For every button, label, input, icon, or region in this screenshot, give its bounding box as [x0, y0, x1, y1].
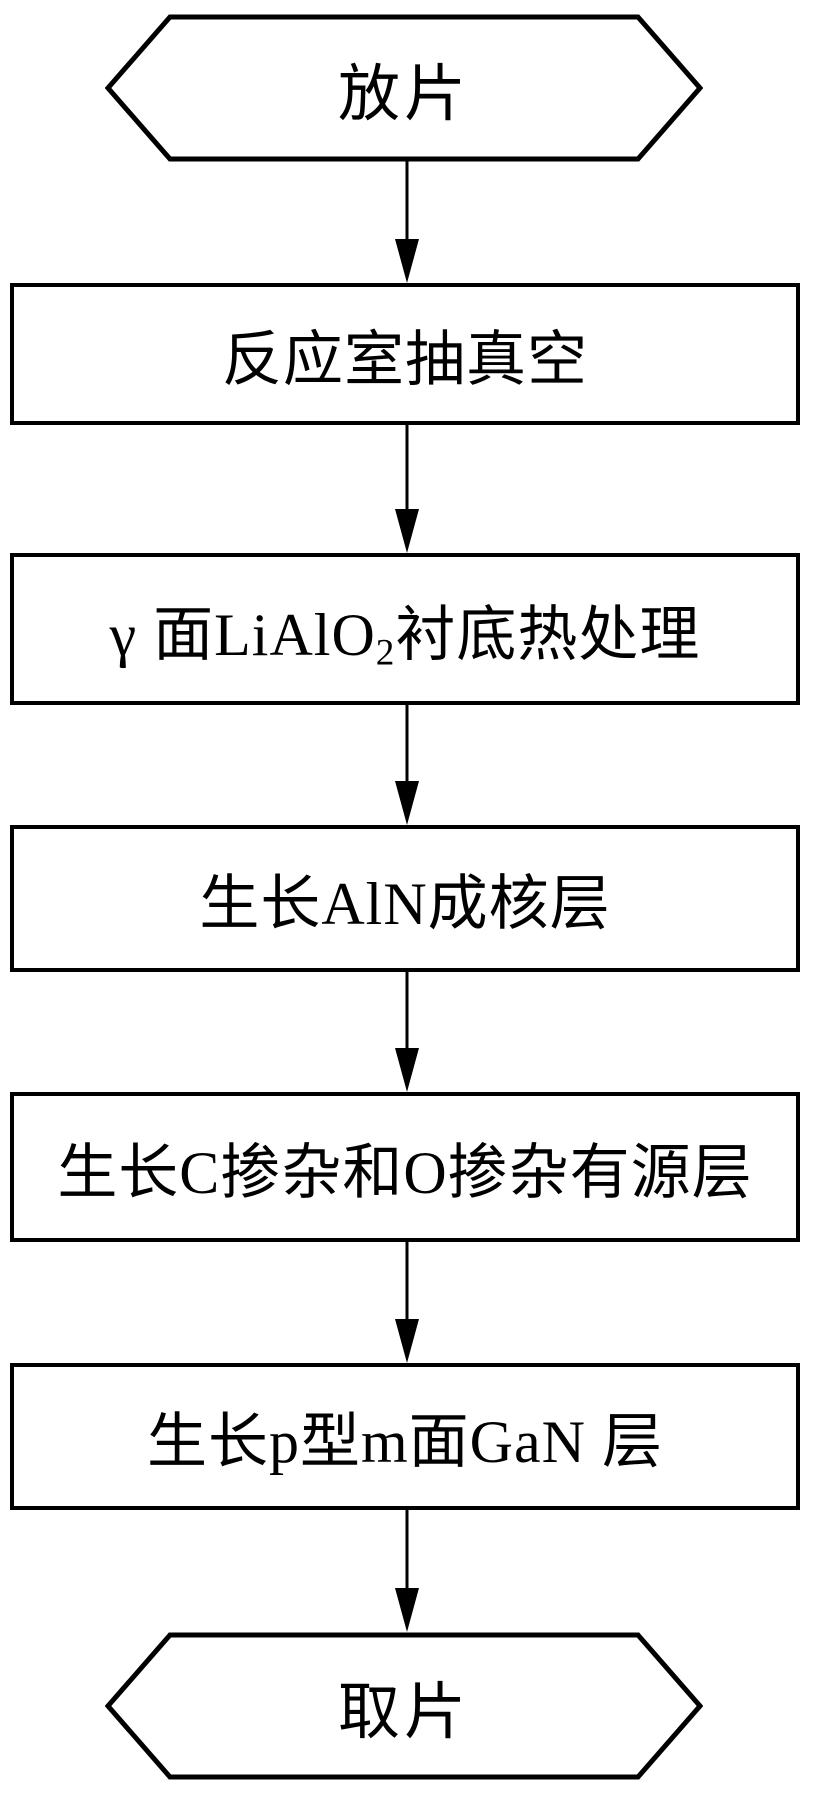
flow-arrow-1: [395, 160, 419, 283]
end-node-label: 取片: [337, 1679, 470, 1747]
arrowhead-icon: [395, 509, 419, 553]
hexagon-outline-icon: [105, 1632, 703, 1780]
process-step-active-layer: 生长C掺杂和O掺杂有源层: [10, 1092, 800, 1242]
process-step-aln-nucleation: 生长AlN成核层: [10, 825, 800, 972]
flow-arrow-5: [395, 1240, 419, 1363]
process-step-label: 生长AlN成核层: [199, 871, 611, 937]
flow-arrow-2: [395, 423, 419, 553]
process-step-label: 生长p型m面GaN 层: [147, 1409, 663, 1475]
hexagon-outline-icon: [105, 14, 703, 162]
end-node: 取片: [105, 1632, 703, 1780]
flow-arrow-4: [395, 970, 419, 1092]
start-node-label: 放片: [337, 61, 470, 129]
arrowhead-icon: [395, 1319, 419, 1363]
hexagon-shape: [105, 1632, 703, 1780]
process-step-label: γ 面LiAlO2衬底热处理: [110, 586, 701, 673]
process-step-label: 反应室抽真空: [222, 326, 588, 393]
process-step-evacuate: 反应室抽真空: [10, 283, 800, 425]
process-step-label: 生长C掺杂和O掺杂有源层: [57, 1139, 753, 1206]
process-step-gan-layer: 生长p型m面GaN 层: [10, 1363, 800, 1510]
hexagon-shape: [105, 14, 703, 162]
label-prefix: γ 面LiAlO: [109, 601, 376, 668]
start-node: 放片: [105, 14, 703, 162]
label-suffix: 衬底热处理: [395, 601, 701, 668]
arrowhead-icon: [395, 1048, 419, 1092]
arrowhead-icon: [395, 1588, 419, 1632]
label-subscript: 2: [375, 631, 396, 673]
arrowhead-icon: [395, 781, 419, 825]
process-step-heat-treatment: γ 面LiAlO2衬底热处理: [10, 553, 800, 705]
flow-arrow-6: [395, 1508, 419, 1632]
arrowhead-icon: [395, 239, 419, 283]
flow-arrow-3: [395, 703, 419, 825]
